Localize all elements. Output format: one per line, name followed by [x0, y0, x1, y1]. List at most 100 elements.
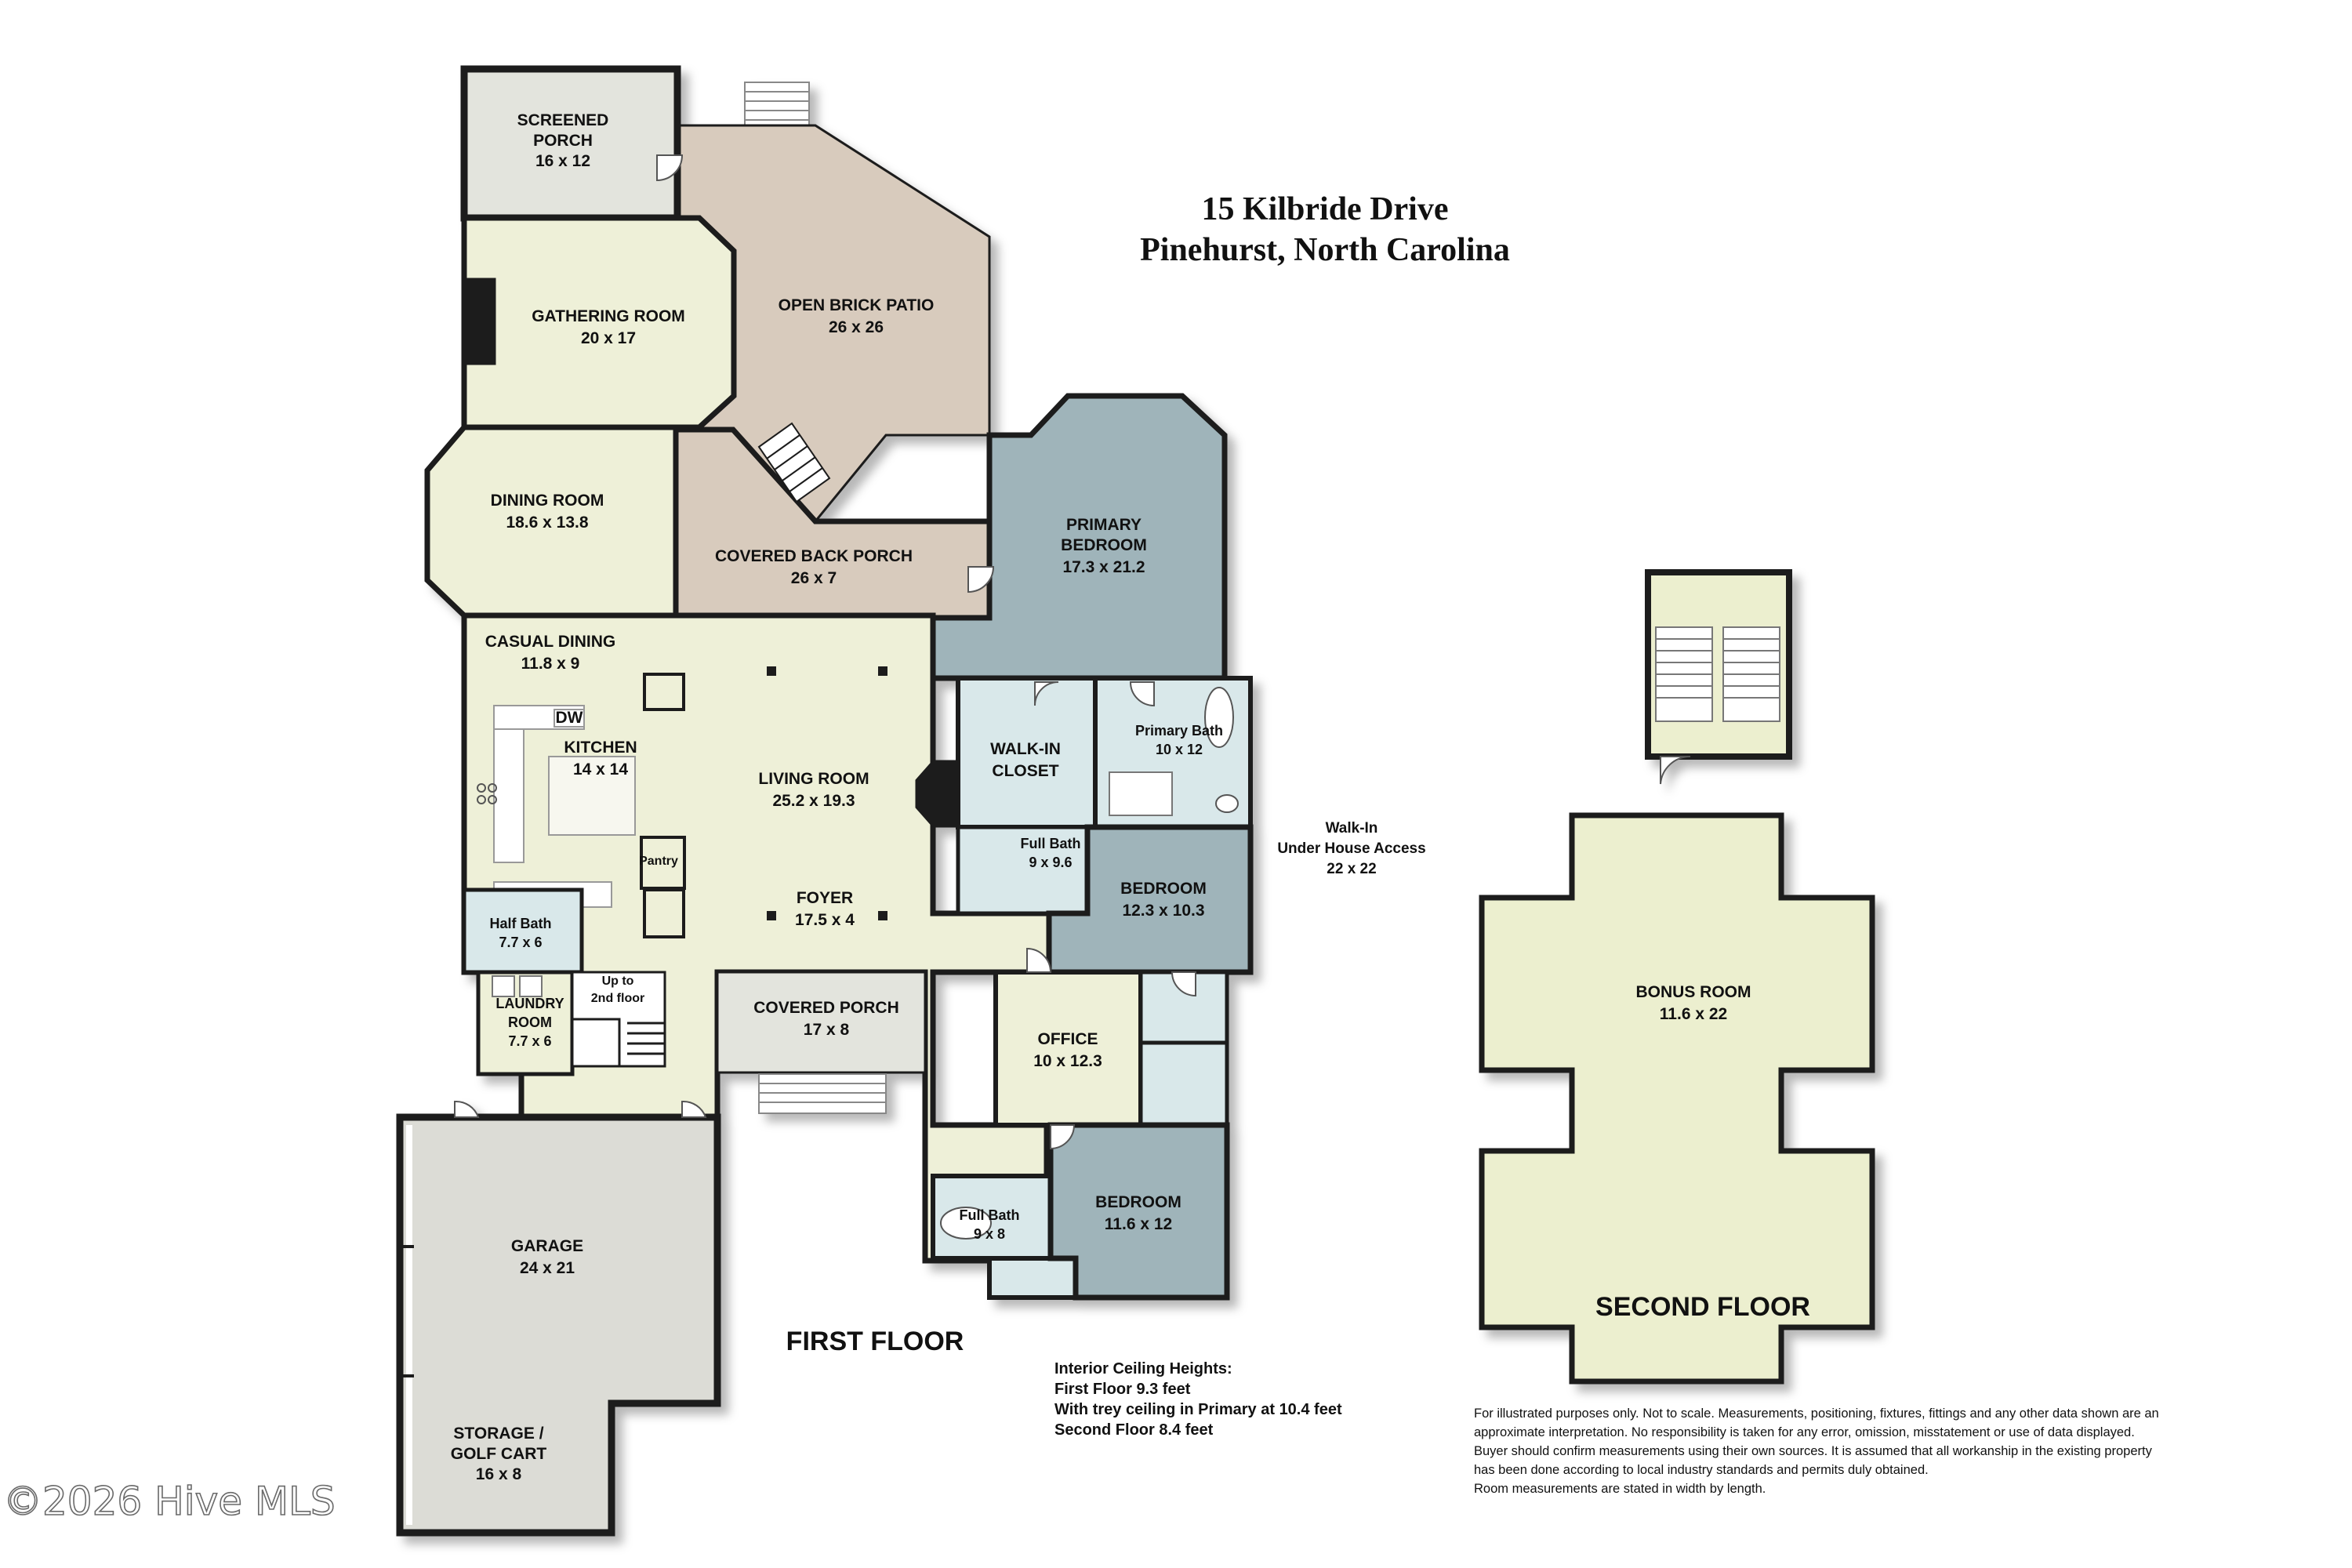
- label-storage-2: GOLF CART: [451, 1445, 547, 1463]
- label-walk-in-closet-2: CLOSET: [992, 762, 1058, 780]
- size-office: 10 x 12.3: [1033, 1052, 1102, 1070]
- front-steps: [758, 1073, 887, 1114]
- label-covered-back-porch: COVERED BACK PORCH: [715, 547, 913, 565]
- ceiling-heights-line-3: Second Floor 8.4 feet: [1054, 1421, 1214, 1439]
- second-floor-label: SECOND FLOOR: [1595, 1292, 1810, 1322]
- porch-steps: [757, 422, 831, 503]
- room-covered-porch: [716, 971, 927, 1074]
- disclaimer-line-3: Buyer should confirm measurements using …: [1474, 1444, 2153, 1458]
- label-bonus-room: BONUS ROOM: [1636, 983, 1751, 1001]
- closet-bedroom-2: [1138, 1040, 1229, 1127]
- size-gathering-room: 20 x 17: [581, 329, 636, 347]
- disclaimer-line-1: For illustrated purposes only. Not to sc…: [1474, 1406, 2159, 1421]
- room-garage: [396, 1113, 721, 1537]
- label-storage: STORAGE /: [453, 1425, 543, 1443]
- size-primary-bedroom: 17.3 x 21.2: [1062, 558, 1145, 576]
- fireplace-living: [915, 760, 959, 828]
- disclaimer-line-5: Room measurements are stated in width by…: [1474, 1482, 1766, 1496]
- label-office: OFFICE: [1038, 1030, 1098, 1048]
- disclaimer: For illustrated purposes only. Not to sc…: [1474, 1406, 2159, 1496]
- door-marks: [454, 154, 1196, 1150]
- size-open-brick-patio: 26 x 26: [829, 318, 884, 336]
- size-foyer: 17.5 x 4: [795, 911, 855, 929]
- label-open-brick-patio: OPEN BRICK PATIO: [779, 296, 935, 314]
- room-office: [993, 970, 1143, 1127]
- patio-steps: [744, 82, 810, 129]
- ceiling-heights-heading: Interior Ceiling Heights:: [1054, 1360, 1232, 1377]
- label-stairs-up: Up to: [602, 975, 634, 988]
- label-full-bath-2: Full Bath: [960, 1207, 1020, 1223]
- label-screened-porch-2: PORCH: [533, 132, 593, 150]
- ceiling-heights: Interior Ceiling Heights: First Floor 9.…: [1054, 1360, 1342, 1439]
- label-kitchen: KITCHEN: [564, 739, 637, 757]
- room-half-bath: [462, 887, 584, 975]
- room-walk-in-closet: [956, 676, 1098, 829]
- room-full-bath-1: [956, 825, 1090, 916]
- label-garage: GARAGE: [511, 1237, 583, 1255]
- size-full-bath-2: 9 x 8: [974, 1226, 1005, 1242]
- label-half-bath: Half Bath: [489, 916, 551, 931]
- size-bedroom-2: 11.6 x 12: [1105, 1215, 1172, 1233]
- stairs-first-floor: [571, 971, 666, 1068]
- watermark: ©2026 Hive MLS: [3, 1479, 336, 1524]
- size-full-bath-1: 9 x 9.6: [1029, 855, 1072, 870]
- label-laundry-room-2: ROOM: [508, 1014, 552, 1030]
- closet-box-2: [643, 888, 685, 938]
- label-walk-in-closet: WALK-IN: [990, 740, 1061, 758]
- kitchen-fixtures: [477, 705, 636, 908]
- second-floor: [1479, 569, 1875, 1385]
- size-dining-room: 18.6 x 13.8: [506, 514, 588, 532]
- label-gathering-room: GATHERING ROOM: [532, 307, 685, 325]
- label-primary-bedroom-2: BEDROOM: [1061, 536, 1147, 554]
- size-living-room: 25.2 x 19.3: [772, 792, 855, 810]
- label-stairs-up-2: 2nd floor: [591, 992, 644, 1005]
- size-bedroom-1: 12.3 x 10.3: [1122, 902, 1204, 920]
- room-bonus-room: [1479, 812, 1875, 1385]
- columns: [767, 666, 887, 920]
- room-full-bath-2b: [987, 1256, 1078, 1300]
- first-floor-label: FIRST FLOOR: [786, 1327, 964, 1356]
- size-covered-back-porch: 26 x 7: [791, 569, 837, 587]
- size-covered-porch: 17 x 8: [804, 1021, 850, 1039]
- address-line-1: 15 Kilbride Drive: [1202, 191, 1449, 227]
- size-primary-bath: 10 x 12: [1156, 742, 1203, 757]
- room-screened-porch: [460, 65, 681, 222]
- fireplace-gathering: [463, 278, 496, 365]
- address-line-2: Pinehurst, North Carolina: [1140, 232, 1510, 268]
- closet-box-1: [643, 673, 685, 711]
- label-laundry-room: LAUNDRY: [495, 996, 564, 1011]
- label-pantry: Pantry: [639, 855, 678, 868]
- label-living-room: LIVING ROOM: [758, 770, 869, 788]
- size-casual-dining: 11.8 x 9: [521, 655, 580, 673]
- room-primary-bedroom: [930, 393, 1228, 681]
- label-covered-porch: COVERED PORCH: [753, 999, 899, 1017]
- size-bonus-room: 11.6 x 22: [1660, 1005, 1727, 1023]
- size-garage: 24 x 21: [520, 1259, 575, 1277]
- size-half-bath: 7.7 x 6: [499, 935, 542, 950]
- size-laundry-room: 7.7 x 6: [508, 1033, 551, 1049]
- label-bedroom-2: BEDROOM: [1095, 1193, 1181, 1211]
- label-walk-in-under-house-2: Under House Access: [1277, 840, 1425, 857]
- label-screened-porch: SCREENED: [517, 111, 609, 129]
- disclaimer-line-2: approximate interpretation. No responsib…: [1474, 1425, 2135, 1439]
- label-primary-bedroom: PRIMARY: [1066, 516, 1142, 534]
- label-dining-room: DINING ROOM: [491, 492, 604, 510]
- label-primary-bath: Primary Bath: [1135, 723, 1223, 739]
- size-kitchen: 14 x 14: [573, 760, 628, 779]
- label-dw: DW: [556, 709, 583, 727]
- size-screened-porch: 16 x 12: [535, 152, 590, 170]
- label-bedroom-1: BEDROOM: [1120, 880, 1207, 898]
- size-storage: 16 x 8: [476, 1465, 522, 1483]
- label-full-bath-1: Full Bath: [1021, 836, 1081, 851]
- first-floor: [396, 65, 1254, 1537]
- room-labels: SCREENED PORCH 16 x 12 GATHERING ROOM 20…: [451, 111, 1751, 1483]
- label-casual-dining: CASUAL DINING: [485, 633, 615, 651]
- disclaimer-line-4: has been done according to local industr…: [1474, 1463, 1929, 1477]
- size-walk-in-under-house: 22 x 22: [1327, 861, 1376, 877]
- ceiling-heights-line-1: First Floor 9.3 feet: [1054, 1381, 1191, 1398]
- room-bedroom-2: [1047, 1122, 1230, 1301]
- ceiling-heights-line-2: With trey ceiling in Primary at 10.4 fee…: [1054, 1401, 1342, 1418]
- label-foyer: FOYER: [797, 889, 853, 907]
- label-walk-in-under-house: Walk-In: [1326, 820, 1378, 837]
